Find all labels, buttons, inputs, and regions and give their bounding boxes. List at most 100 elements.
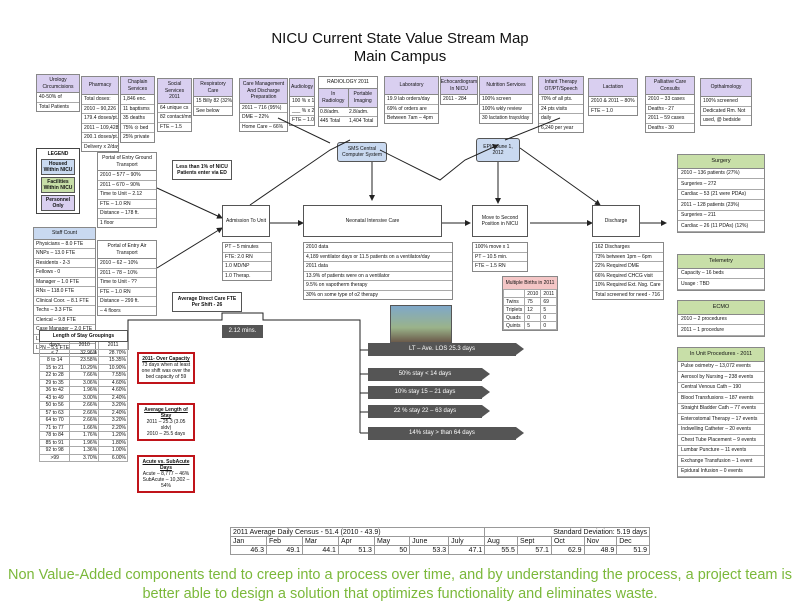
pharmacy-row: Total doses: (82, 95, 118, 105)
los-cell: 3.00% (69, 393, 100, 402)
nicu-row: 2011 data (304, 262, 452, 272)
los-cell: 3.20% (98, 416, 128, 425)
los-cell: 2.20% (98, 423, 128, 432)
los-cell: 2.40% (98, 408, 128, 417)
in-unit-row: Aerosol by Nursing – 238 events (678, 372, 764, 383)
los-cell: 36 to 42 (38, 386, 71, 395)
chaplain-row: 35 deaths (121, 114, 154, 124)
chaplain-row: 11 baptisms (121, 105, 154, 114)
nutrition-title: Nutrition Services (480, 77, 532, 95)
over-capacity-box: 2011- Over Capacity 73 days when at leas… (137, 352, 195, 384)
ophtho-row: 100% screened (701, 97, 751, 107)
multi-cell: Triplets (502, 305, 526, 314)
echo-row: 2011 - 284 (443, 96, 467, 102)
second-row: 100% move x 1 (473, 243, 527, 253)
in-unit-row: Epidural Infusion – 0 events (678, 467, 764, 477)
census-value: 48.9 (583, 545, 618, 555)
census-month: Nov (583, 536, 618, 546)
los-bar: 22 % stay 22 – 63 days (368, 405, 490, 418)
staff-row: RNs – 118.0 FTE (34, 287, 95, 297)
ground-transport-card: Portal of Entry Ground Transport 2010 – … (97, 152, 157, 228)
los-cell: 6.00% (98, 453, 128, 462)
los-head-cell: days (38, 341, 71, 350)
palliative-row: 2010 – 33 cases (646, 95, 694, 105)
chaplain-title: Chaplain Services (121, 77, 154, 95)
in-unit-row: Exchange Transfusion – 1 event (678, 456, 764, 467)
los-cell: 2.66% (69, 401, 100, 410)
surgery-row: Cardiac – 53 (21 were PDAs) (678, 190, 764, 200)
audiology-row: ___ % x 2 (290, 107, 314, 116)
census-month: Jan (230, 536, 267, 546)
legend-item-personnel: Personnel Only (41, 195, 75, 211)
discharge-row: Total screened for need - 716 (595, 291, 661, 298)
los-head-cell: 2010 (69, 341, 100, 350)
lactation-row: FTE – 1.0 (591, 107, 613, 114)
staff-row: Physicians – 8.0 FTE (34, 240, 95, 249)
in-unit-row: Lumbar Puncture – 11 events (678, 446, 764, 456)
in-unit-title: In Unit Procedures - 2011 (678, 348, 764, 362)
census-month: July (448, 536, 486, 546)
page-subtitle: Main Campus (353, 48, 447, 65)
staff-count-title: Staff Count (34, 228, 95, 240)
nicu-box: Neonatal Intensive Care (303, 205, 442, 237)
radiology-cell: 0.8/adm. (320, 108, 340, 115)
palliative-row: 2011 – 59 cases (646, 114, 694, 124)
nicu-row: 30% on some type of o2 therapy (306, 291, 378, 298)
multi-cell: Twins (502, 297, 526, 306)
los-cell: 23.58% (69, 356, 100, 365)
census-month: Dec (616, 536, 650, 546)
radiology-title: RADIOLOGY 2011 (319, 77, 377, 89)
nutrition-row: 100% screen (480, 95, 532, 105)
multi-cell: Quads (502, 313, 526, 322)
los-cell: 64 to 70 (38, 416, 71, 425)
los-cell: 2.40% (98, 393, 128, 402)
pharmacy-row: 200.1 doses/pt. (82, 133, 118, 143)
legend-item-housed: Housed Within NICU (41, 159, 75, 175)
los-cell: 3.20% (98, 401, 128, 410)
lactation-row: 2010 & 2011 – 80% (589, 97, 637, 107)
avg-los-box: Average Length of Stay 2011 – 25.3 (3.05… (137, 403, 195, 441)
ophtho-title: Opthalmology (701, 79, 751, 97)
los-cell: 7.55% (98, 371, 128, 380)
los-cell: 28.70% (98, 348, 128, 357)
lactation-title: Lactation (589, 79, 637, 97)
los-bar: 50% stay < 14 days (368, 368, 490, 381)
nicu-photo (390, 305, 452, 343)
avg-los-title: Average Length of Stay (144, 407, 188, 419)
palliative-row: Deaths - 27 (646, 105, 694, 114)
los-cell: 1.36% (69, 446, 100, 455)
surgery-row: Cardiac – 26 (11 PDAs) (12%) (678, 221, 764, 232)
los-cell: 50 to 56 (38, 401, 71, 410)
census-value: 46.3 (230, 545, 267, 555)
casemgmt-card: Care Management And Discharge Preparatio… (239, 78, 288, 132)
surgery-row: Surgeries – 272 (678, 179, 764, 190)
census-month: May (373, 536, 411, 546)
discharge-row: 66% Required CHCG visit (593, 272, 663, 281)
telemetry-row: Usage : TBD (678, 279, 764, 290)
surgery-row: Surgeries – 211 (678, 211, 764, 221)
palliative-title: Palliative Care Consults (646, 77, 694, 95)
los-cell: 1.96% (69, 438, 100, 447)
casemgmt-row: DME – 22% (240, 113, 287, 123)
ground-row: Distance – 178 ft. (98, 209, 156, 219)
infant-row: 70% of all pts. (539, 95, 583, 105)
multi-cell: 5 (540, 305, 558, 314)
respiratory-title: Respiratory Care (194, 79, 232, 97)
laboratory-row: Between 7am – 4pm (387, 115, 433, 121)
nutrition-row: 30 lactation trays/day (482, 115, 530, 121)
los-cell: 92 to 98 (38, 446, 71, 455)
census-title: 2011 Average Daily Census - 51.4 (2010 -… (229, 527, 486, 537)
legend-title: LEGEND (47, 151, 69, 157)
discharge-row: 73% between 1pm – 6pm (593, 253, 663, 262)
urology-row: 40-50% of (37, 93, 79, 103)
